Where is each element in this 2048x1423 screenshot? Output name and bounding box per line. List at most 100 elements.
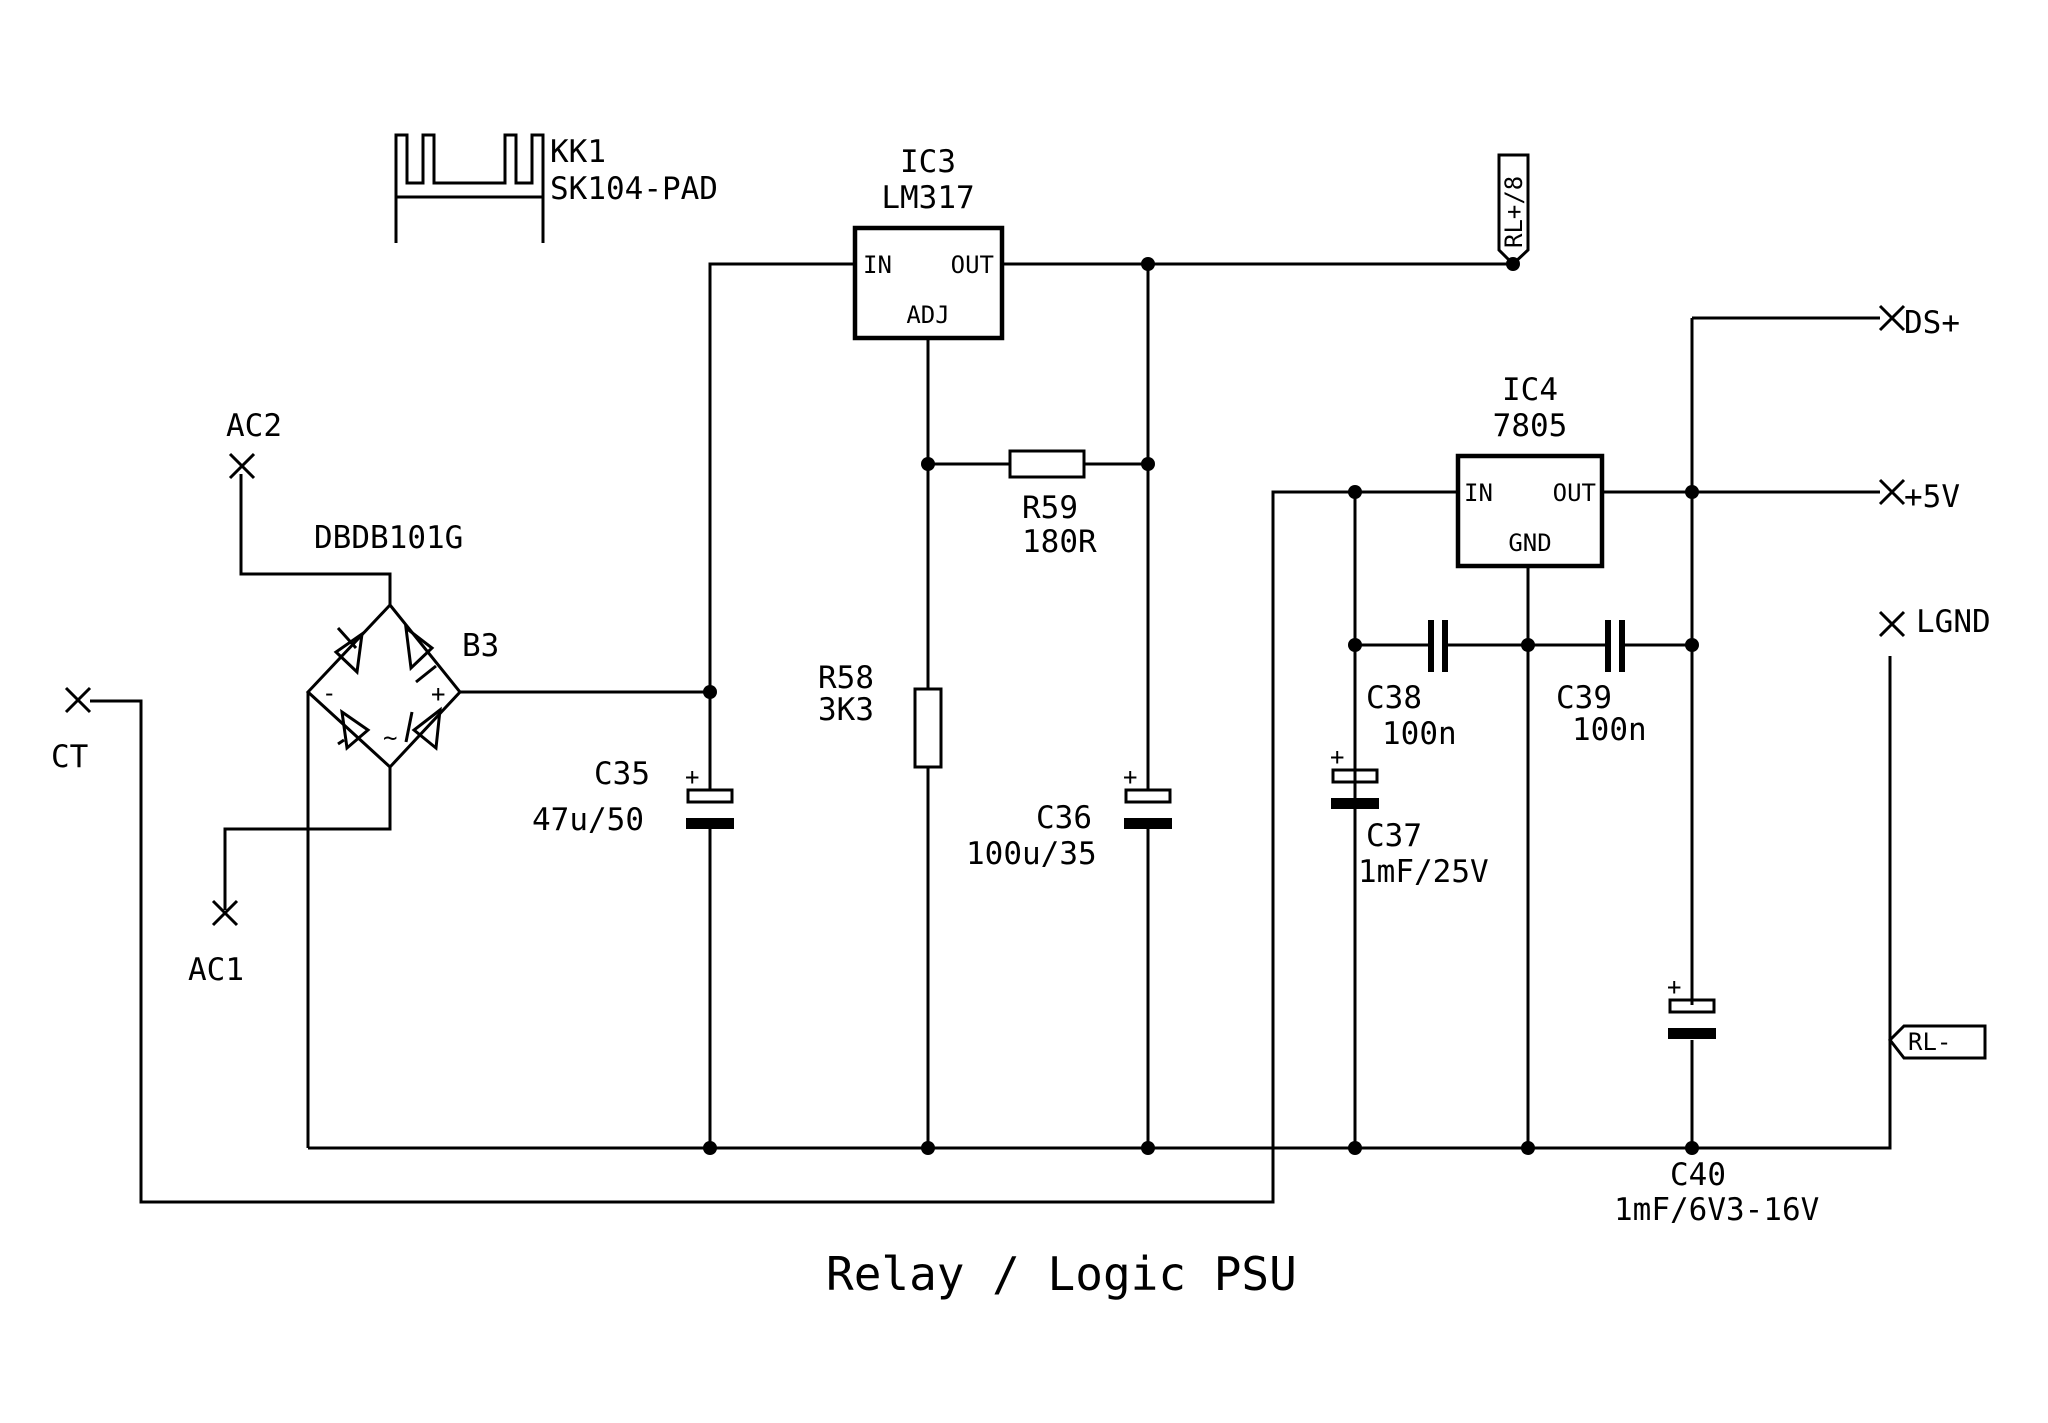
junction-dot [1141, 457, 1155, 471]
net-labels: RL+/8 RL- [1497, 153, 1987, 1060]
c38-ref: C38 [1366, 680, 1422, 716]
bridge-pin-ac: ~ [383, 724, 397, 752]
diagram-title: Relay / Logic PSU [826, 1247, 1297, 1301]
terminal-cross-icon [228, 452, 256, 480]
terminal-ds-plus-label: DS+ [1904, 305, 1960, 341]
junction-dot [1685, 1141, 1699, 1155]
ic3-value: LM317 [881, 180, 974, 216]
ac2-wire [239, 474, 392, 605]
c38-plate [1428, 620, 1434, 672]
capacitor-c35: + C35 47u/50 [532, 756, 734, 838]
terminal-cross-icon [64, 686, 92, 714]
diode-icon [404, 624, 437, 684]
junction-dot [703, 1141, 717, 1155]
bridge-pin-plus: + [431, 680, 445, 708]
resistor-r59: R59 180R [1008, 449, 1097, 560]
c37-positive-plate [1331, 768, 1379, 784]
ic3-pin-out: OUT [951, 251, 994, 279]
diode-icon [333, 626, 364, 676]
c40-polarity: + [1667, 973, 1681, 1001]
net-label-rl-plus8-flag [1497, 153, 1530, 267]
c40-ref: C40 [1670, 1157, 1726, 1193]
terminal-ac1-label: AC1 [188, 952, 244, 988]
ic4-pin-in: IN [1464, 479, 1493, 507]
c39-value: 100n [1572, 712, 1647, 748]
c37-polarity: + [1330, 743, 1344, 771]
terminal-cross-icon [1878, 304, 1906, 332]
ic3-pin-adj: ADJ [906, 301, 949, 329]
net-label-rl-plus8: RL+/8 [1500, 176, 1528, 248]
terminal-5v-label: +5V [1904, 479, 1960, 515]
terminals: AC2 AC1 CT DS+ +5V LGND [51, 304, 1991, 988]
ic4-body [1455, 453, 1605, 569]
junction-dot [1521, 1141, 1535, 1155]
net-label-rl-minus: RL- [1908, 1028, 1951, 1056]
junction-dot [1141, 257, 1155, 271]
wires [90, 262, 1892, 1204]
junction-dot [1348, 1141, 1362, 1155]
c39-plate [1619, 620, 1625, 672]
terminal-cross-icon [1878, 478, 1906, 506]
c35-positive-plate [686, 788, 734, 804]
ic4-pin-out: OUT [1553, 479, 1596, 507]
c36-polarity: + [1123, 763, 1137, 791]
ct-wire [90, 490, 1458, 1204]
net-label-rl-minus-flag [1888, 1024, 1987, 1060]
junction-dot [1348, 638, 1362, 652]
junction-dot [1141, 1141, 1155, 1155]
c35-ref: C35 [594, 756, 650, 792]
junction-dots [703, 257, 1699, 1155]
c39-plate [1605, 620, 1611, 672]
c36-ref: C36 [1036, 800, 1092, 836]
junction-dot [921, 457, 935, 471]
junction-dot [703, 685, 717, 699]
r58-body [913, 687, 943, 769]
junction-dot [1348, 485, 1362, 499]
ic4-ref: IC4 [1502, 372, 1558, 408]
r59-ref: R59 [1022, 490, 1078, 526]
ic4-pin-gnd: GND [1508, 529, 1551, 557]
terminal-lgnd-label: LGND [1916, 604, 1991, 640]
r59-value: 180R [1022, 524, 1097, 560]
junction-dot [1685, 485, 1699, 499]
diode-icon [404, 706, 442, 751]
junction-dot [921, 1141, 935, 1155]
ic3-body [852, 225, 1005, 341]
junction-dot [1521, 638, 1535, 652]
heatsink-ref: KK1 [550, 134, 606, 170]
diode-icon [337, 708, 371, 751]
terminal-ct-label: CT [51, 739, 88, 775]
heatsink-kk1: KK1 SK104-PAD [394, 133, 718, 243]
ic3-ref: IC3 [900, 144, 956, 180]
bridge-outline [305, 602, 462, 770]
c35-negative-plate [686, 818, 734, 829]
c37-negative-plate [1331, 798, 1379, 809]
c38-value: 100n [1382, 716, 1457, 752]
terminal-cross-icon [1878, 610, 1906, 638]
bridge-pin-minus: - [322, 679, 336, 707]
c39-ref: C39 [1556, 680, 1612, 716]
c35-value: 47u/50 [532, 802, 644, 838]
r58-value: 3K3 [818, 692, 874, 728]
c40-negative-plate [1668, 1028, 1716, 1039]
terminal-cross-icon [211, 899, 239, 927]
capacitor-c39: C39 100n [1556, 620, 1647, 748]
c36-negative-plate [1124, 818, 1172, 829]
bridge-ref: B3 [462, 628, 499, 664]
c36-value: 100u/35 [966, 836, 1097, 872]
ic4-value: 7805 [1493, 408, 1568, 444]
r59-body [1008, 449, 1086, 479]
ds-plus-wire [1690, 316, 1880, 1148]
bridge-value: DBDB101G [314, 520, 463, 556]
terminal-ac2-label: AC2 [226, 408, 282, 444]
c36-positive-plate [1124, 788, 1172, 804]
heatsink-symbol [394, 133, 545, 243]
ground-rail-wire [308, 656, 1892, 1150]
c40-positive-plate [1668, 998, 1716, 1014]
junction-dot [1685, 638, 1699, 652]
c37-ref: C37 [1366, 818, 1422, 854]
c35-polarity: + [685, 763, 699, 791]
capacitor-c36: + C36 100u/35 [966, 763, 1172, 872]
ic3-pin-in: IN [863, 251, 892, 279]
